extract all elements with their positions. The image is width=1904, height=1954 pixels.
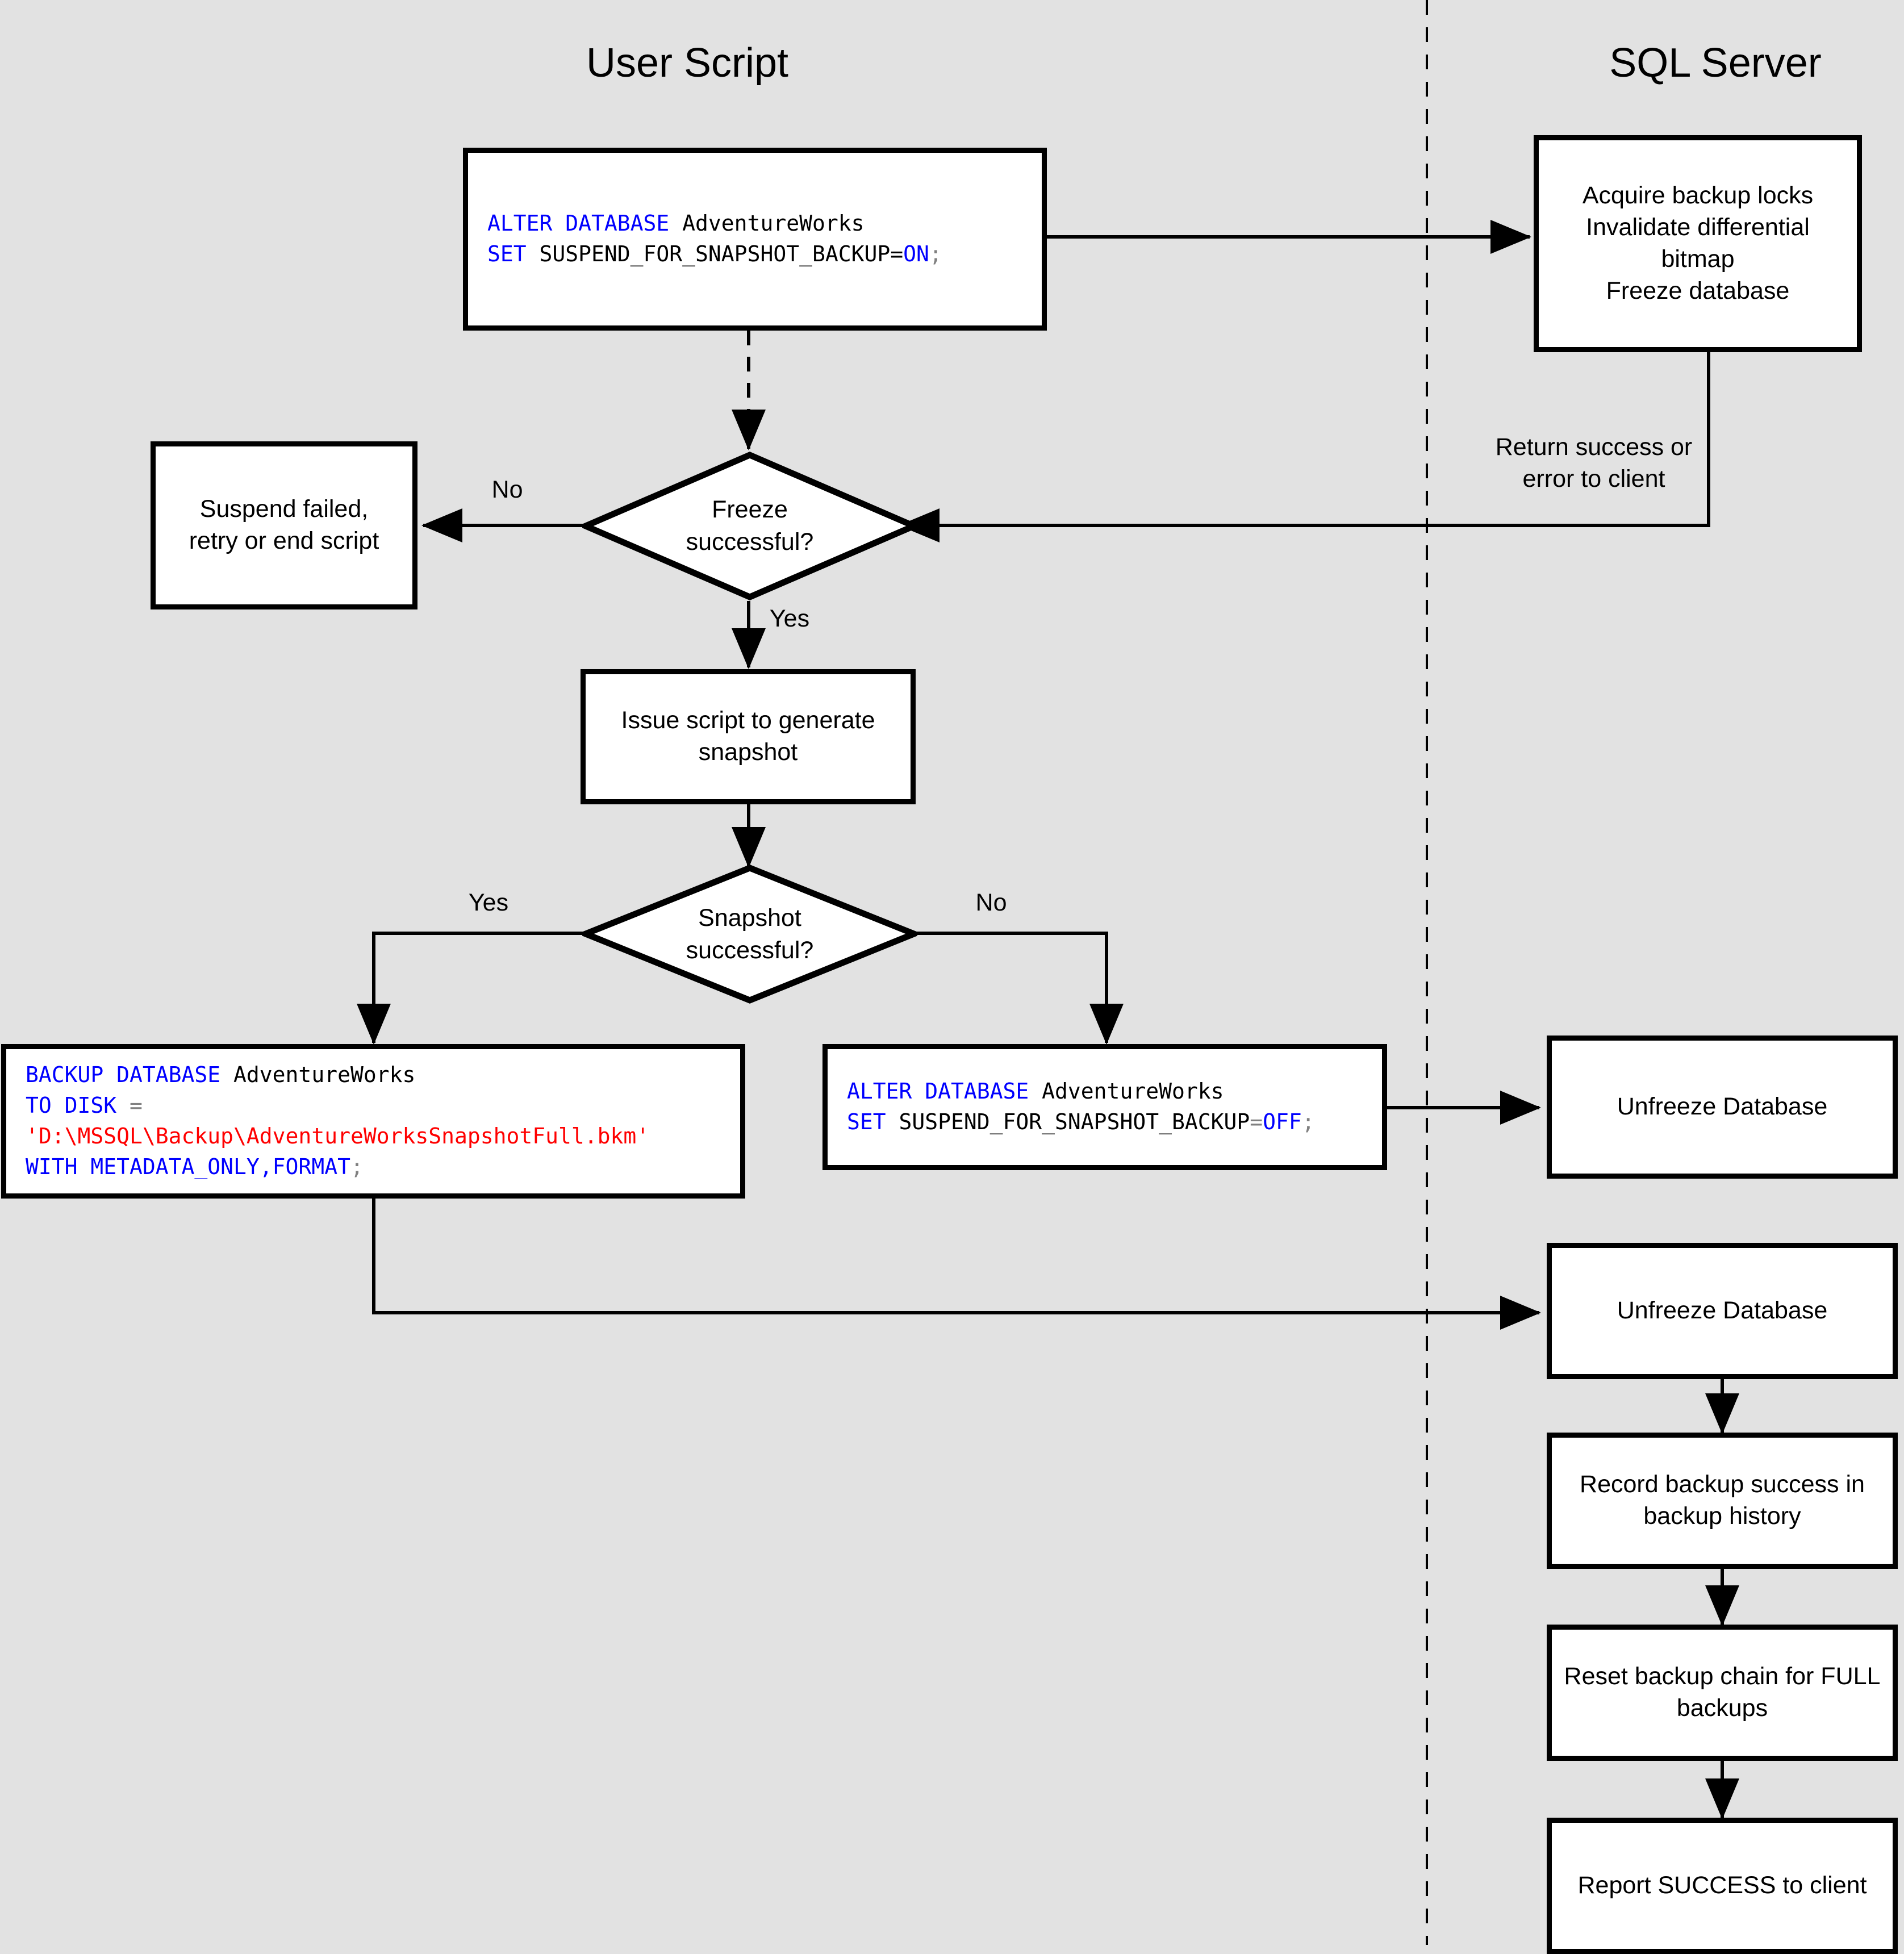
- issue-script-label: Issue script to generate snapshot: [621, 707, 875, 766]
- unfreeze-database-2-label: Unfreeze Database: [1617, 1297, 1828, 1325]
- suspend-failed: Suspend failed, retry or end script: [151, 441, 417, 609]
- snapshot-successful-decision: Snapshot successful?: [577, 865, 922, 1004]
- issue-script-generate-snapshot: Issue script to generate snapshot: [581, 669, 916, 804]
- record-backup-success: Record backup success in backup history: [1547, 1433, 1898, 1569]
- reset-backup-chain-label: Reset backup chain for FULL backups: [1564, 1663, 1881, 1722]
- snapshot-successful-label: Snapshot successful?: [686, 904, 814, 964]
- lane-title-user-script: User Script: [586, 40, 789, 86]
- freeze-successful-decision: Freeze successful?: [578, 452, 922, 600]
- suspend-failed-label: Suspend failed, retry or end script: [189, 495, 379, 554]
- report-success-label: Report SUCCESS to client: [1577, 1872, 1867, 1899]
- edge-label-freeze-yes: Yes: [769, 605, 810, 632]
- lane-title-sql-server: SQL Server: [1609, 40, 1822, 86]
- edge-label-freeze-no: No: [491, 476, 523, 503]
- edge-label-return-success: Return success or error to client: [1495, 433, 1693, 492]
- edge-label-snapshot-yes: Yes: [468, 889, 509, 916]
- acquire-backup-locks-label: Acquire backup locks Invalidate differen…: [1582, 182, 1814, 304]
- acquire-backup-locks: Acquire backup locks Invalidate differen…: [1534, 135, 1862, 352]
- freeze-successful-label: Freeze successful?: [686, 496, 814, 556]
- unfreeze-database-after-failed-snapshot: Unfreeze Database: [1547, 1036, 1898, 1179]
- record-backup-success-label: Record backup success in backup history: [1580, 1471, 1865, 1530]
- reset-backup-chain: Reset backup chain for FULL backups: [1547, 1625, 1898, 1761]
- edge-label-snapshot-no: No: [975, 889, 1007, 916]
- unfreeze-database-1-label: Unfreeze Database: [1617, 1093, 1828, 1121]
- unfreeze-database-after-backup: Unfreeze Database: [1547, 1243, 1898, 1379]
- report-success-to-client: Report SUCCESS to client: [1547, 1818, 1898, 1954]
